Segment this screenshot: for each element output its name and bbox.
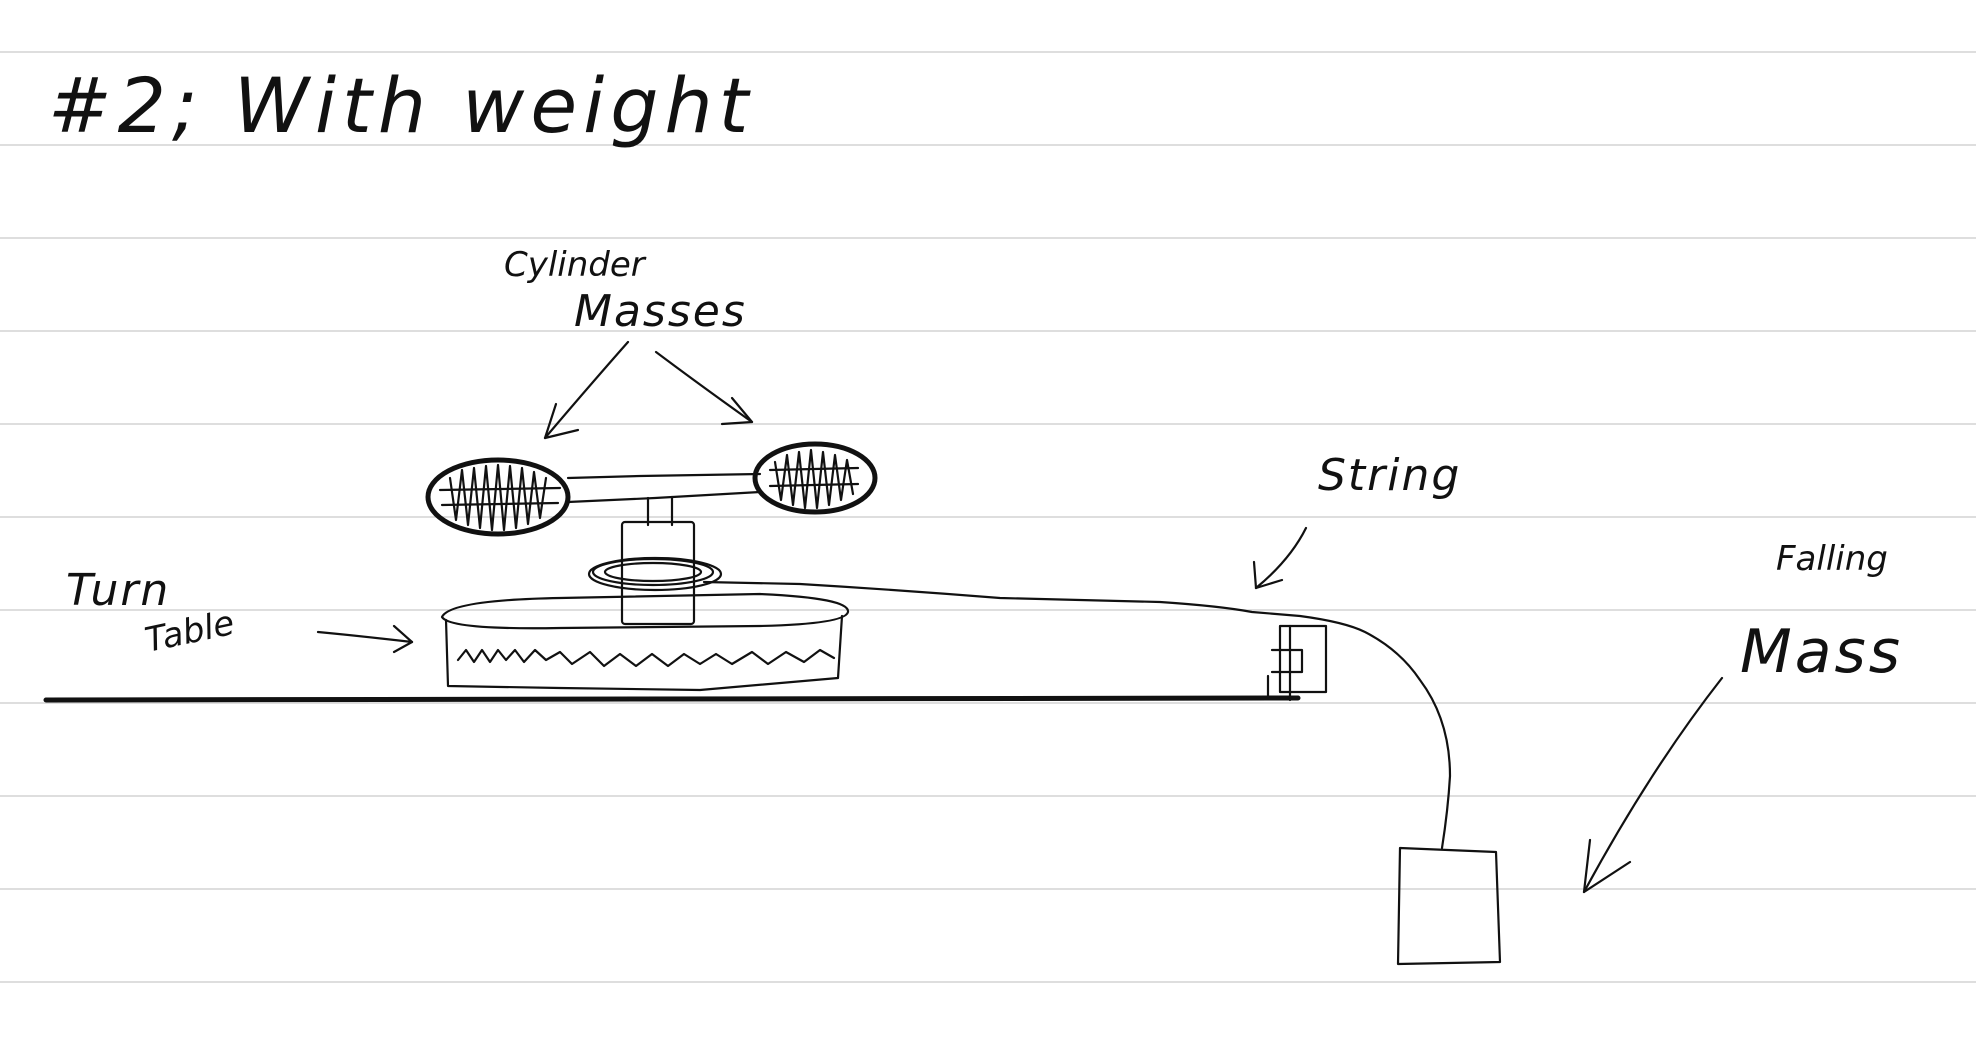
cylinder-mass-right	[755, 444, 875, 512]
label-falling: Falling	[1776, 539, 1888, 579]
label-string: String	[1318, 450, 1461, 501]
label-cylinder: Cylinder	[504, 245, 647, 285]
axle	[589, 522, 721, 624]
mass-arrow	[1584, 678, 1722, 892]
label-masses: Masses	[574, 286, 747, 337]
ground-line	[46, 698, 1298, 700]
ruled-lines	[0, 52, 1976, 982]
label-turn: Turn	[66, 565, 170, 616]
turntable	[442, 594, 848, 690]
page-title: #2; With weight	[48, 61, 754, 150]
cylinder-mass-left	[428, 460, 568, 534]
turntable-arrow	[318, 626, 412, 652]
falling-mass-block	[1398, 848, 1500, 964]
label-mass: Mass	[1740, 617, 1903, 687]
string-arrow	[1254, 528, 1306, 588]
pulley	[1268, 626, 1326, 700]
